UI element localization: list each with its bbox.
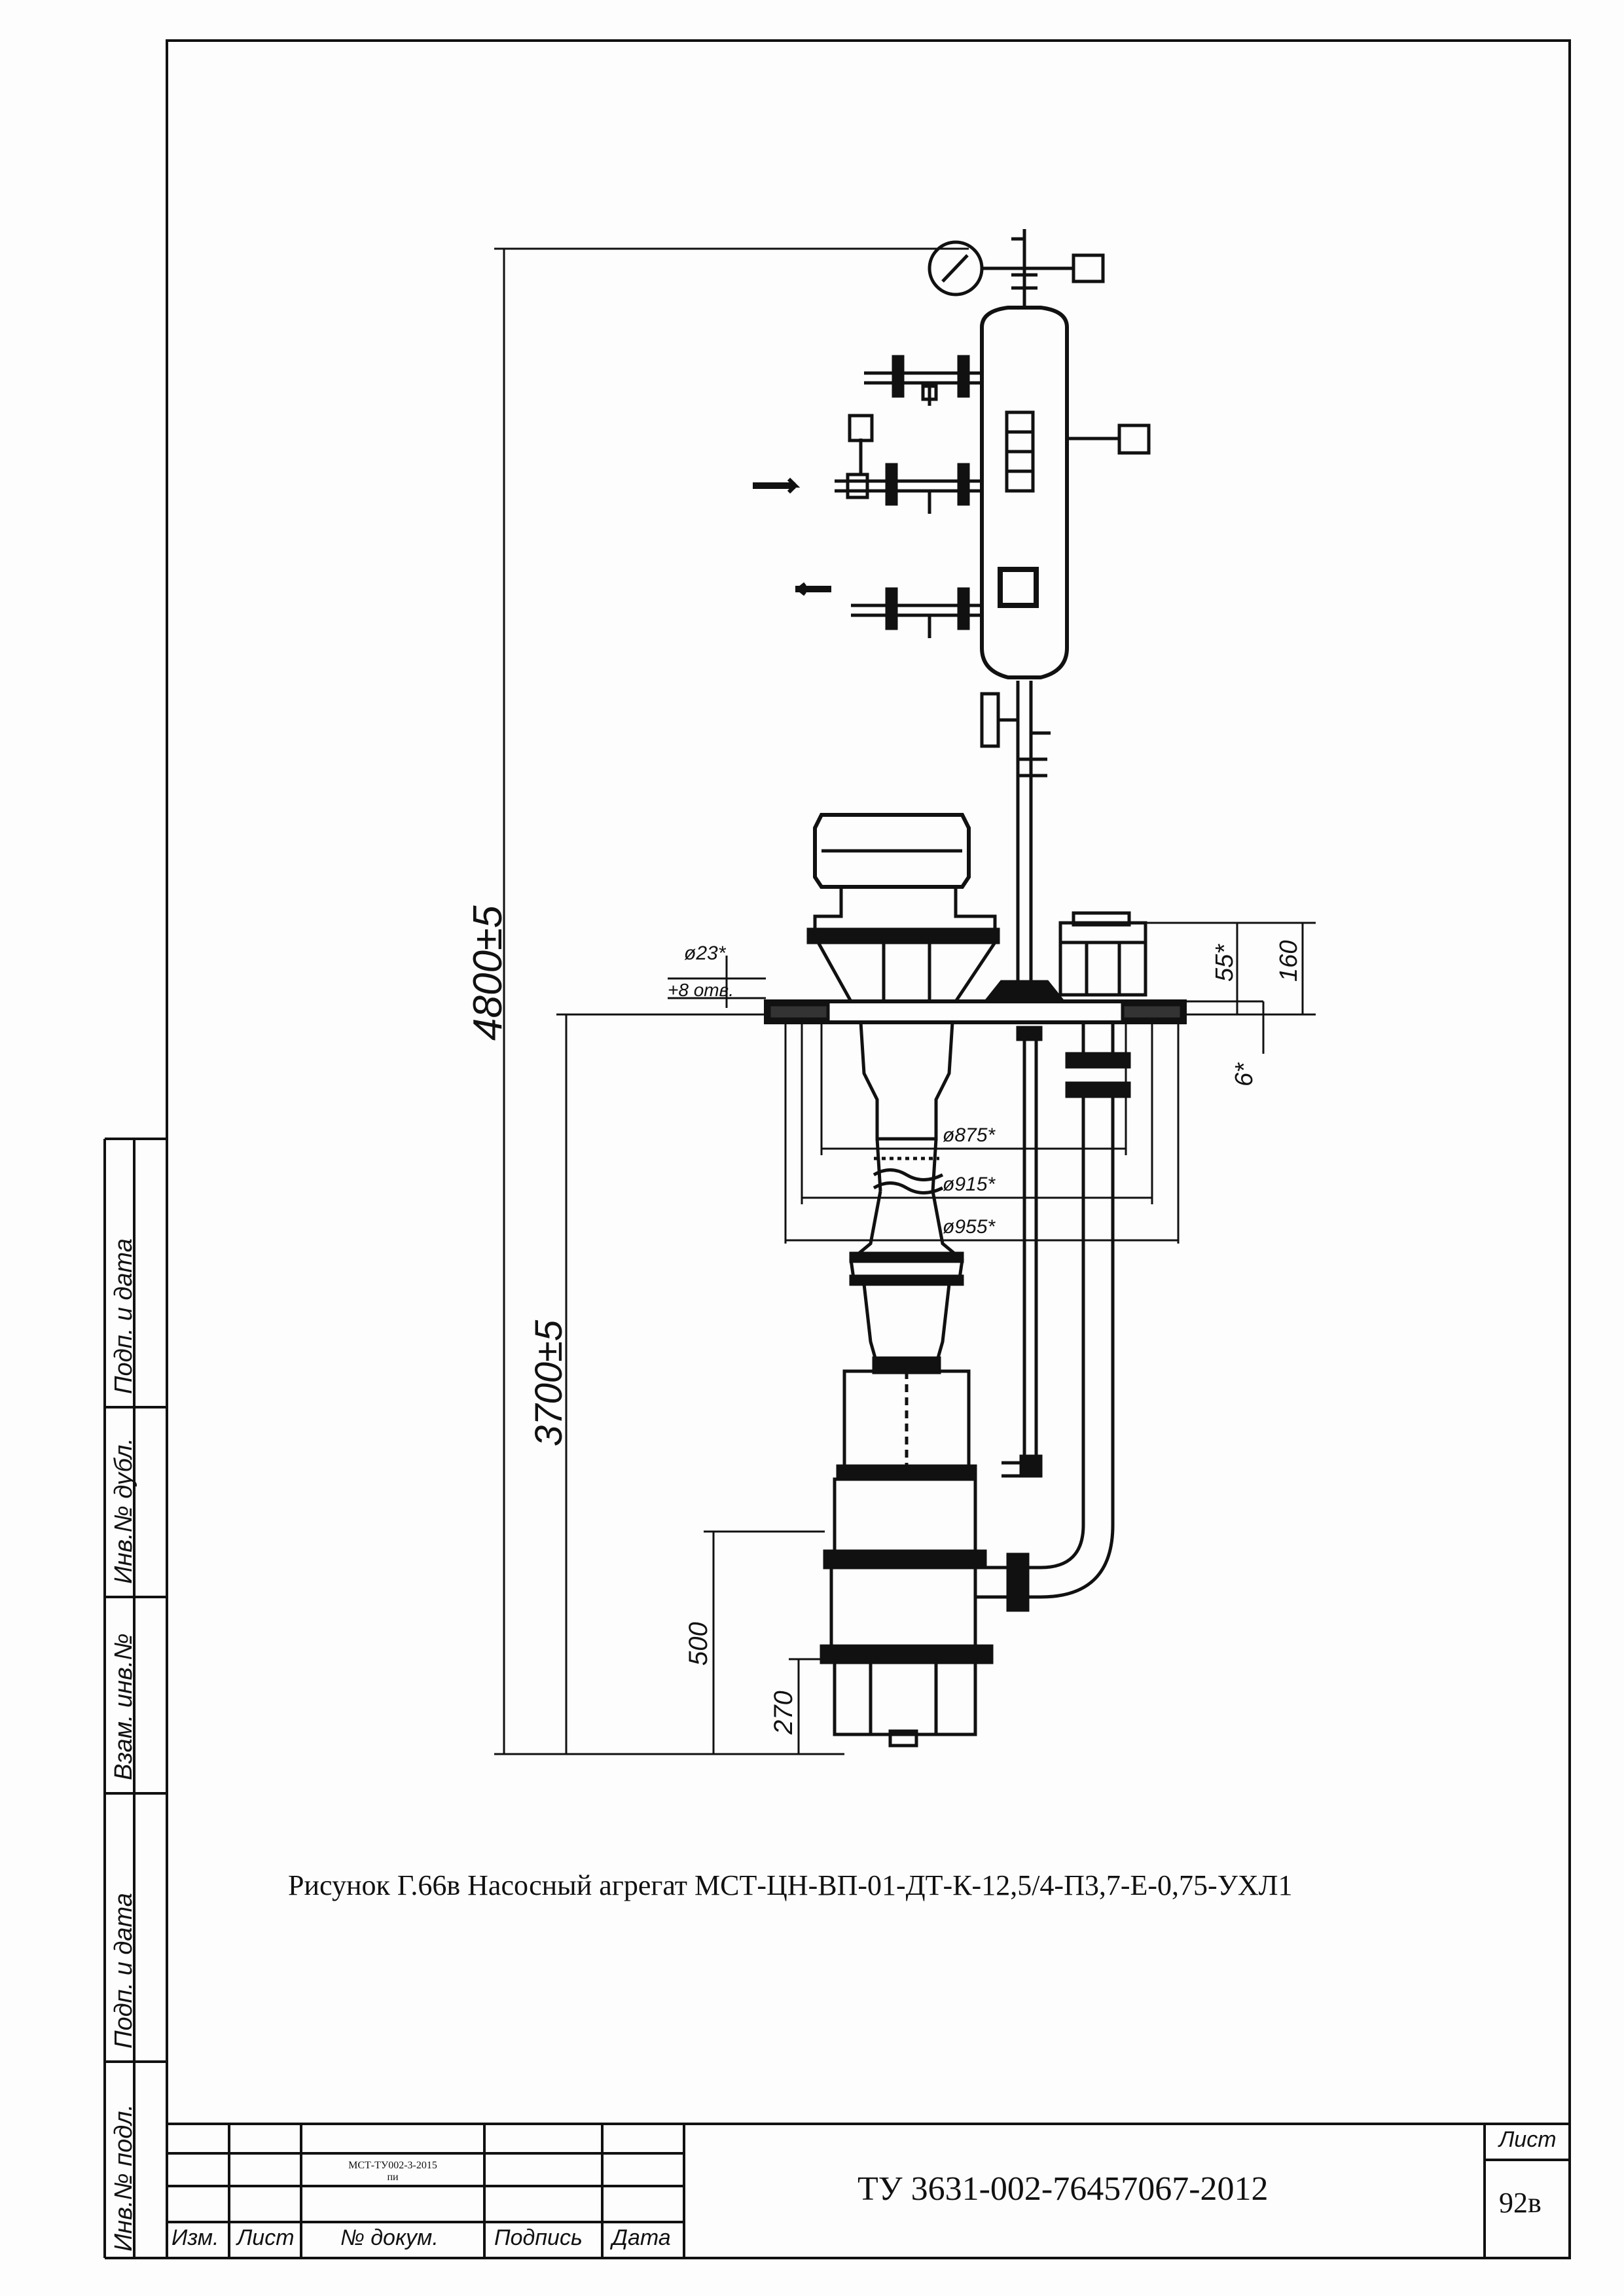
tb-document-number: ТУ 3631-002-76457067-2012 bbox=[857, 2170, 1269, 2208]
pump-body-mid bbox=[833, 1477, 977, 1563]
tb-col-podpis: Подпись bbox=[494, 2225, 583, 2250]
dim-holes: +8 отв. bbox=[668, 980, 734, 1000]
dim-6: 6* bbox=[1231, 1063, 1258, 1086]
tb-col-data: Дата bbox=[612, 2225, 671, 2250]
title-block-grid bbox=[167, 2123, 1570, 2258]
dimension-lines bbox=[494, 247, 1316, 1755]
tb-col-list: Лист bbox=[237, 2225, 295, 2250]
dim-hole-dia: ø23* bbox=[684, 942, 726, 964]
valve-branch-1 bbox=[864, 355, 982, 406]
dim-160: 160 bbox=[1275, 940, 1303, 982]
tb-izm-doc-line1: МСТ-ТУ002-3-2015 bbox=[348, 2160, 437, 2171]
base-plate bbox=[764, 999, 1187, 1024]
side-inv-dubl: Инв.№ дубл. bbox=[110, 1437, 137, 1584]
column-upper bbox=[859, 1022, 954, 1141]
tb-izm-doc-line2: пи bbox=[387, 2172, 399, 2183]
dim-55: 55* bbox=[1211, 944, 1238, 982]
valve-branch-2 bbox=[835, 414, 982, 514]
tb-sheet-label: Лист bbox=[1499, 2127, 1557, 2152]
side-stamp-grid bbox=[103, 1138, 167, 2259]
pump-body-low bbox=[829, 1566, 977, 1655]
dim-lower-height: 3700±5 bbox=[528, 1319, 570, 1446]
tb-col-izm: Изм. bbox=[171, 2225, 219, 2250]
dim-270: 270 bbox=[769, 1691, 798, 1734]
pump-body-base bbox=[833, 1660, 977, 1736]
dim-915: ø915* bbox=[943, 1174, 996, 1195]
dim-875: ø875* bbox=[943, 1124, 996, 1146]
side-podp-data-bottom: Подп. и дата bbox=[110, 1893, 137, 2049]
dim-955: ø955* bbox=[943, 1216, 996, 1238]
dim-500: 500 bbox=[684, 1622, 713, 1666]
tb-col-doc: № докум. bbox=[340, 2225, 439, 2250]
pump-unit bbox=[753, 229, 1187, 1748]
dim-total-height: 4800±5 bbox=[465, 905, 511, 1041]
separator-vessel bbox=[980, 306, 1069, 679]
figure-caption: Рисунок Г.66в Насосный агрегат МСТ-ЦН-ВП… bbox=[288, 1869, 1293, 1901]
side-inv-podl: Инв.№ подл. bbox=[110, 2104, 137, 2251]
motor-cap bbox=[813, 813, 971, 889]
side-vzam-inv: Взам. инв.№ bbox=[110, 1633, 137, 1780]
valve-branch-3 bbox=[851, 587, 982, 638]
side-podp-data-top: Подп. и дата bbox=[110, 1238, 137, 1394]
sheet-frame bbox=[166, 39, 1571, 2259]
tb-sheet-number: 92в bbox=[1499, 2187, 1542, 2219]
